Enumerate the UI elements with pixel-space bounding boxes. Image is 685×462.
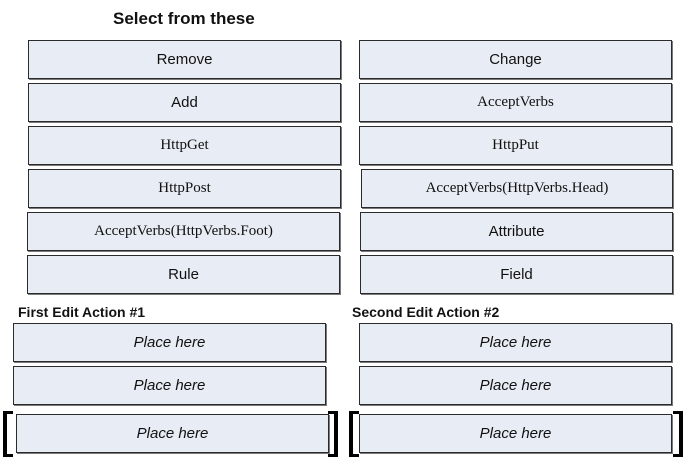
- first-edit-action-label: First Edit Action #1: [18, 304, 146, 320]
- option-remove[interactable]: Remove: [28, 40, 341, 79]
- second-action-slot-1[interactable]: Place here: [359, 323, 672, 362]
- option-httpput[interactable]: HttpPut: [359, 126, 672, 165]
- option-attribute[interactable]: Attribute: [360, 212, 673, 251]
- second-action-slot-3[interactable]: Place here: [359, 414, 672, 453]
- second-slot-right-bracket: [673, 411, 683, 457]
- option-acceptverbs[interactable]: AcceptVerbs: [359, 83, 672, 122]
- option-acceptverbs-head[interactable]: AcceptVerbs(HttpVerbs.Head): [361, 169, 673, 208]
- option-httpget[interactable]: HttpGet: [28, 126, 341, 165]
- option-httppost[interactable]: HttpPost: [28, 169, 341, 208]
- first-action-slot-1[interactable]: Place here: [13, 323, 326, 362]
- first-action-slot-3[interactable]: Place here: [16, 414, 329, 453]
- first-slot-left-bracket: [3, 411, 13, 457]
- page-title: Select from these: [113, 9, 255, 28]
- second-edit-action-label: Second Edit Action #2: [352, 304, 500, 320]
- first-slot-right-bracket: [328, 411, 338, 457]
- option-add[interactable]: Add: [28, 83, 341, 122]
- option-change[interactable]: Change: [359, 40, 672, 79]
- second-action-slot-2[interactable]: Place here: [359, 366, 672, 405]
- option-acceptverbs-foot[interactable]: AcceptVerbs(HttpVerbs.Foot): [27, 212, 340, 251]
- option-rule[interactable]: Rule: [27, 255, 340, 294]
- second-slot-left-bracket: [349, 411, 359, 457]
- first-action-slot-2[interactable]: Place here: [13, 366, 326, 405]
- option-field[interactable]: Field: [360, 255, 673, 294]
